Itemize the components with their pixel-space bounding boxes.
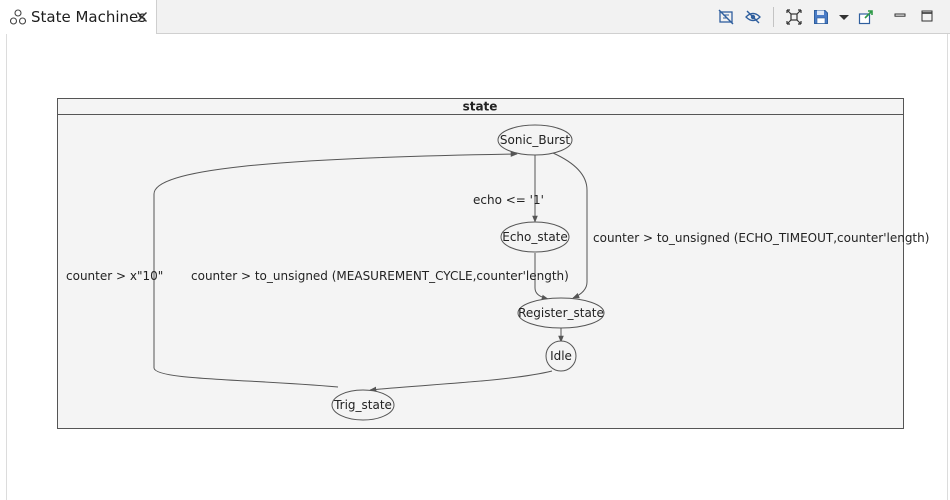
- transition-label-sonic-to-register: counter > to_unsigned (ECHO_TIMEOUT,coun…: [593, 231, 929, 245]
- state-trig-state[interactable]: Trig_state: [331, 389, 395, 421]
- edge-sonic-to-register: [552, 152, 588, 299]
- close-icon[interactable]: [136, 11, 148, 23]
- tab-title: State Machines: [31, 8, 147, 26]
- state-label-register-state: Register_state: [518, 306, 604, 320]
- edge-echo-to-register: [534, 253, 549, 301]
- transition-label-sonic-to-echo: echo <= '1': [473, 193, 544, 207]
- state-label-echo-state: Echo_state: [502, 230, 568, 244]
- transition-label-trig-to-sonic: counter > x"10": [66, 269, 163, 283]
- edge-idle-to-trig: [369, 370, 553, 393]
- label-off-icon[interactable]: [718, 9, 734, 25]
- state-sonic-burst[interactable]: Sonic_Burst: [497, 124, 573, 156]
- state-cluster[interactable]: state: [57, 98, 904, 429]
- state-label-trig-state: Trig_state: [333, 398, 392, 412]
- tab-state-machines[interactable]: State Machines: [0, 0, 157, 34]
- minimize-icon[interactable]: [892, 7, 908, 23]
- state-register-state[interactable]: Register_state: [517, 297, 605, 329]
- cluster-title: state: [463, 100, 498, 114]
- state-idle[interactable]: Idle: [545, 340, 577, 372]
- state-echo-state[interactable]: Echo_state: [500, 221, 570, 253]
- maximize-icon[interactable]: [919, 8, 935, 24]
- export-icon[interactable]: [858, 9, 874, 25]
- state-label-sonic-burst: Sonic_Burst: [500, 133, 571, 147]
- state-machine-diagram[interactable]: state echo <= '1' counter > to_unsigned …: [7, 34, 947, 500]
- state-machine-icon: [10, 9, 26, 25]
- eye-off-icon[interactable]: [745, 9, 761, 25]
- edge-trig-to-sonic: [153, 151, 518, 388]
- chevron-down-icon[interactable]: [836, 9, 852, 25]
- state-label-idle: Idle: [550, 349, 572, 363]
- editor-tab-bar: State Machines: [0, 0, 950, 34]
- save-icon[interactable]: [813, 9, 829, 25]
- fit-screen-icon[interactable]: [786, 9, 802, 25]
- diagram-canvas[interactable]: state echo <= '1' counter > to_unsigned …: [6, 34, 948, 500]
- toolbar-separator: [773, 7, 774, 27]
- transition-label-echo-to-register: counter > to_unsigned (MEASUREMENT_CYCLE…: [191, 269, 569, 283]
